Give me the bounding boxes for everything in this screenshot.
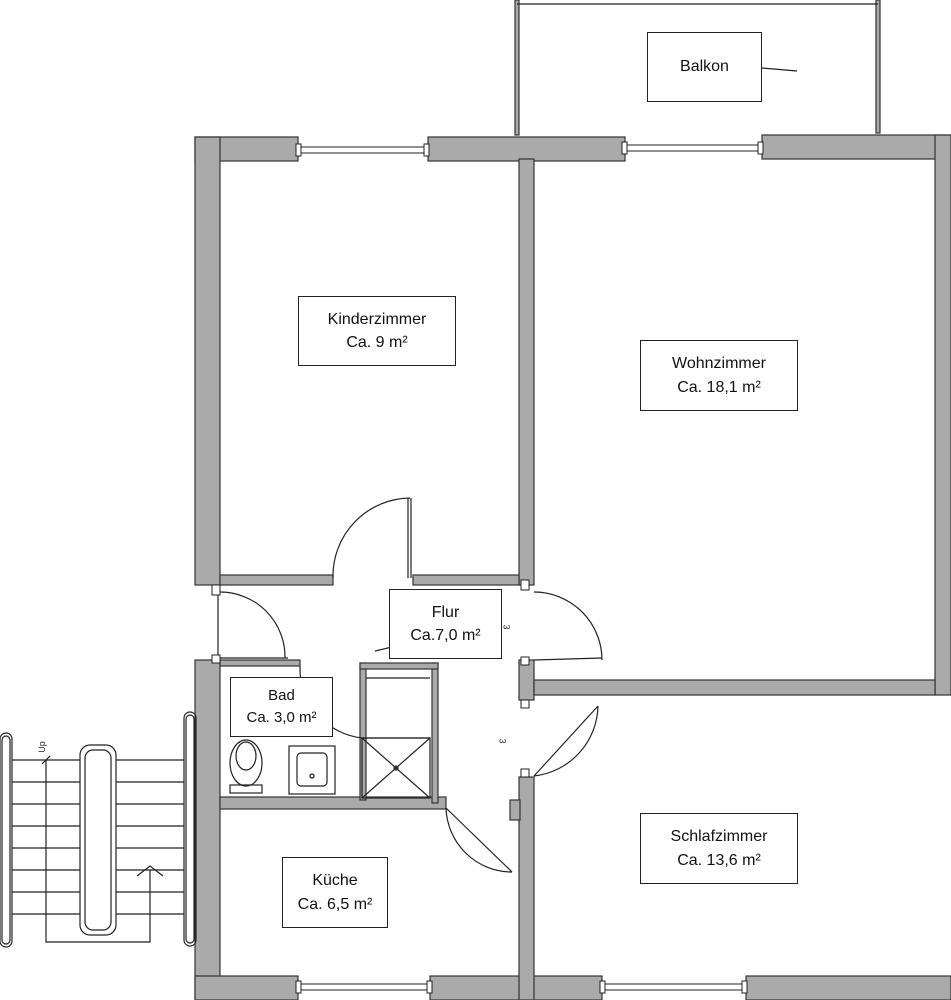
shower-icon (361, 737, 431, 799)
room-area: Ca. 13,6 m² (677, 851, 761, 869)
room-area: Ca. 3,0 m² (246, 709, 317, 726)
stair-up-label: Up (36, 741, 47, 753)
opening-ticks (211, 579, 530, 778)
door-mark: 3 (497, 738, 508, 744)
room-label-kinderzimmer: Kinderzimmer Ca. 9 m² (298, 296, 456, 366)
windows (295, 141, 764, 994)
room-area: Ca. 9 m² (346, 334, 408, 351)
room-name: Bad (268, 687, 295, 705)
room-label-balkon: Balkon (647, 32, 762, 102)
outer-walls (194, 134, 951, 1000)
door-mark: 3 (501, 624, 512, 630)
room-label-bad: Bad Ca. 3,0 m² (230, 677, 333, 737)
room-area: Ca. 18,1 m² (677, 378, 761, 396)
balcony-outline (514, 0, 881, 136)
sink-icon (288, 745, 336, 795)
room-name: Flur (431, 603, 460, 621)
room-name: Kinderzimmer (327, 310, 427, 328)
room-label-kueche: Küche Ca. 6,5 m² (282, 857, 388, 928)
room-name: Wohnzimmer (672, 355, 766, 373)
room-label-flur: Flur Ca.7,0 m² (389, 589, 502, 659)
doors (217, 497, 603, 873)
interior-walls (219, 158, 936, 1000)
room-name: Schlafzimmer (670, 828, 768, 846)
room-label-wohnzimmer: Wohnzimmer Ca. 18,1 m² (640, 340, 798, 411)
room-area: Ca.7,0 m² (410, 627, 481, 644)
room-label-schlafzimmer: Schlafzimmer Ca. 13,6 m² (640, 813, 798, 884)
room-name: Küche (312, 872, 358, 890)
toilet-icon (229, 739, 263, 794)
staircase (0, 711, 197, 948)
room-name: Balkon (680, 58, 729, 76)
room-area: Ca. 6,5 m² (297, 895, 373, 913)
